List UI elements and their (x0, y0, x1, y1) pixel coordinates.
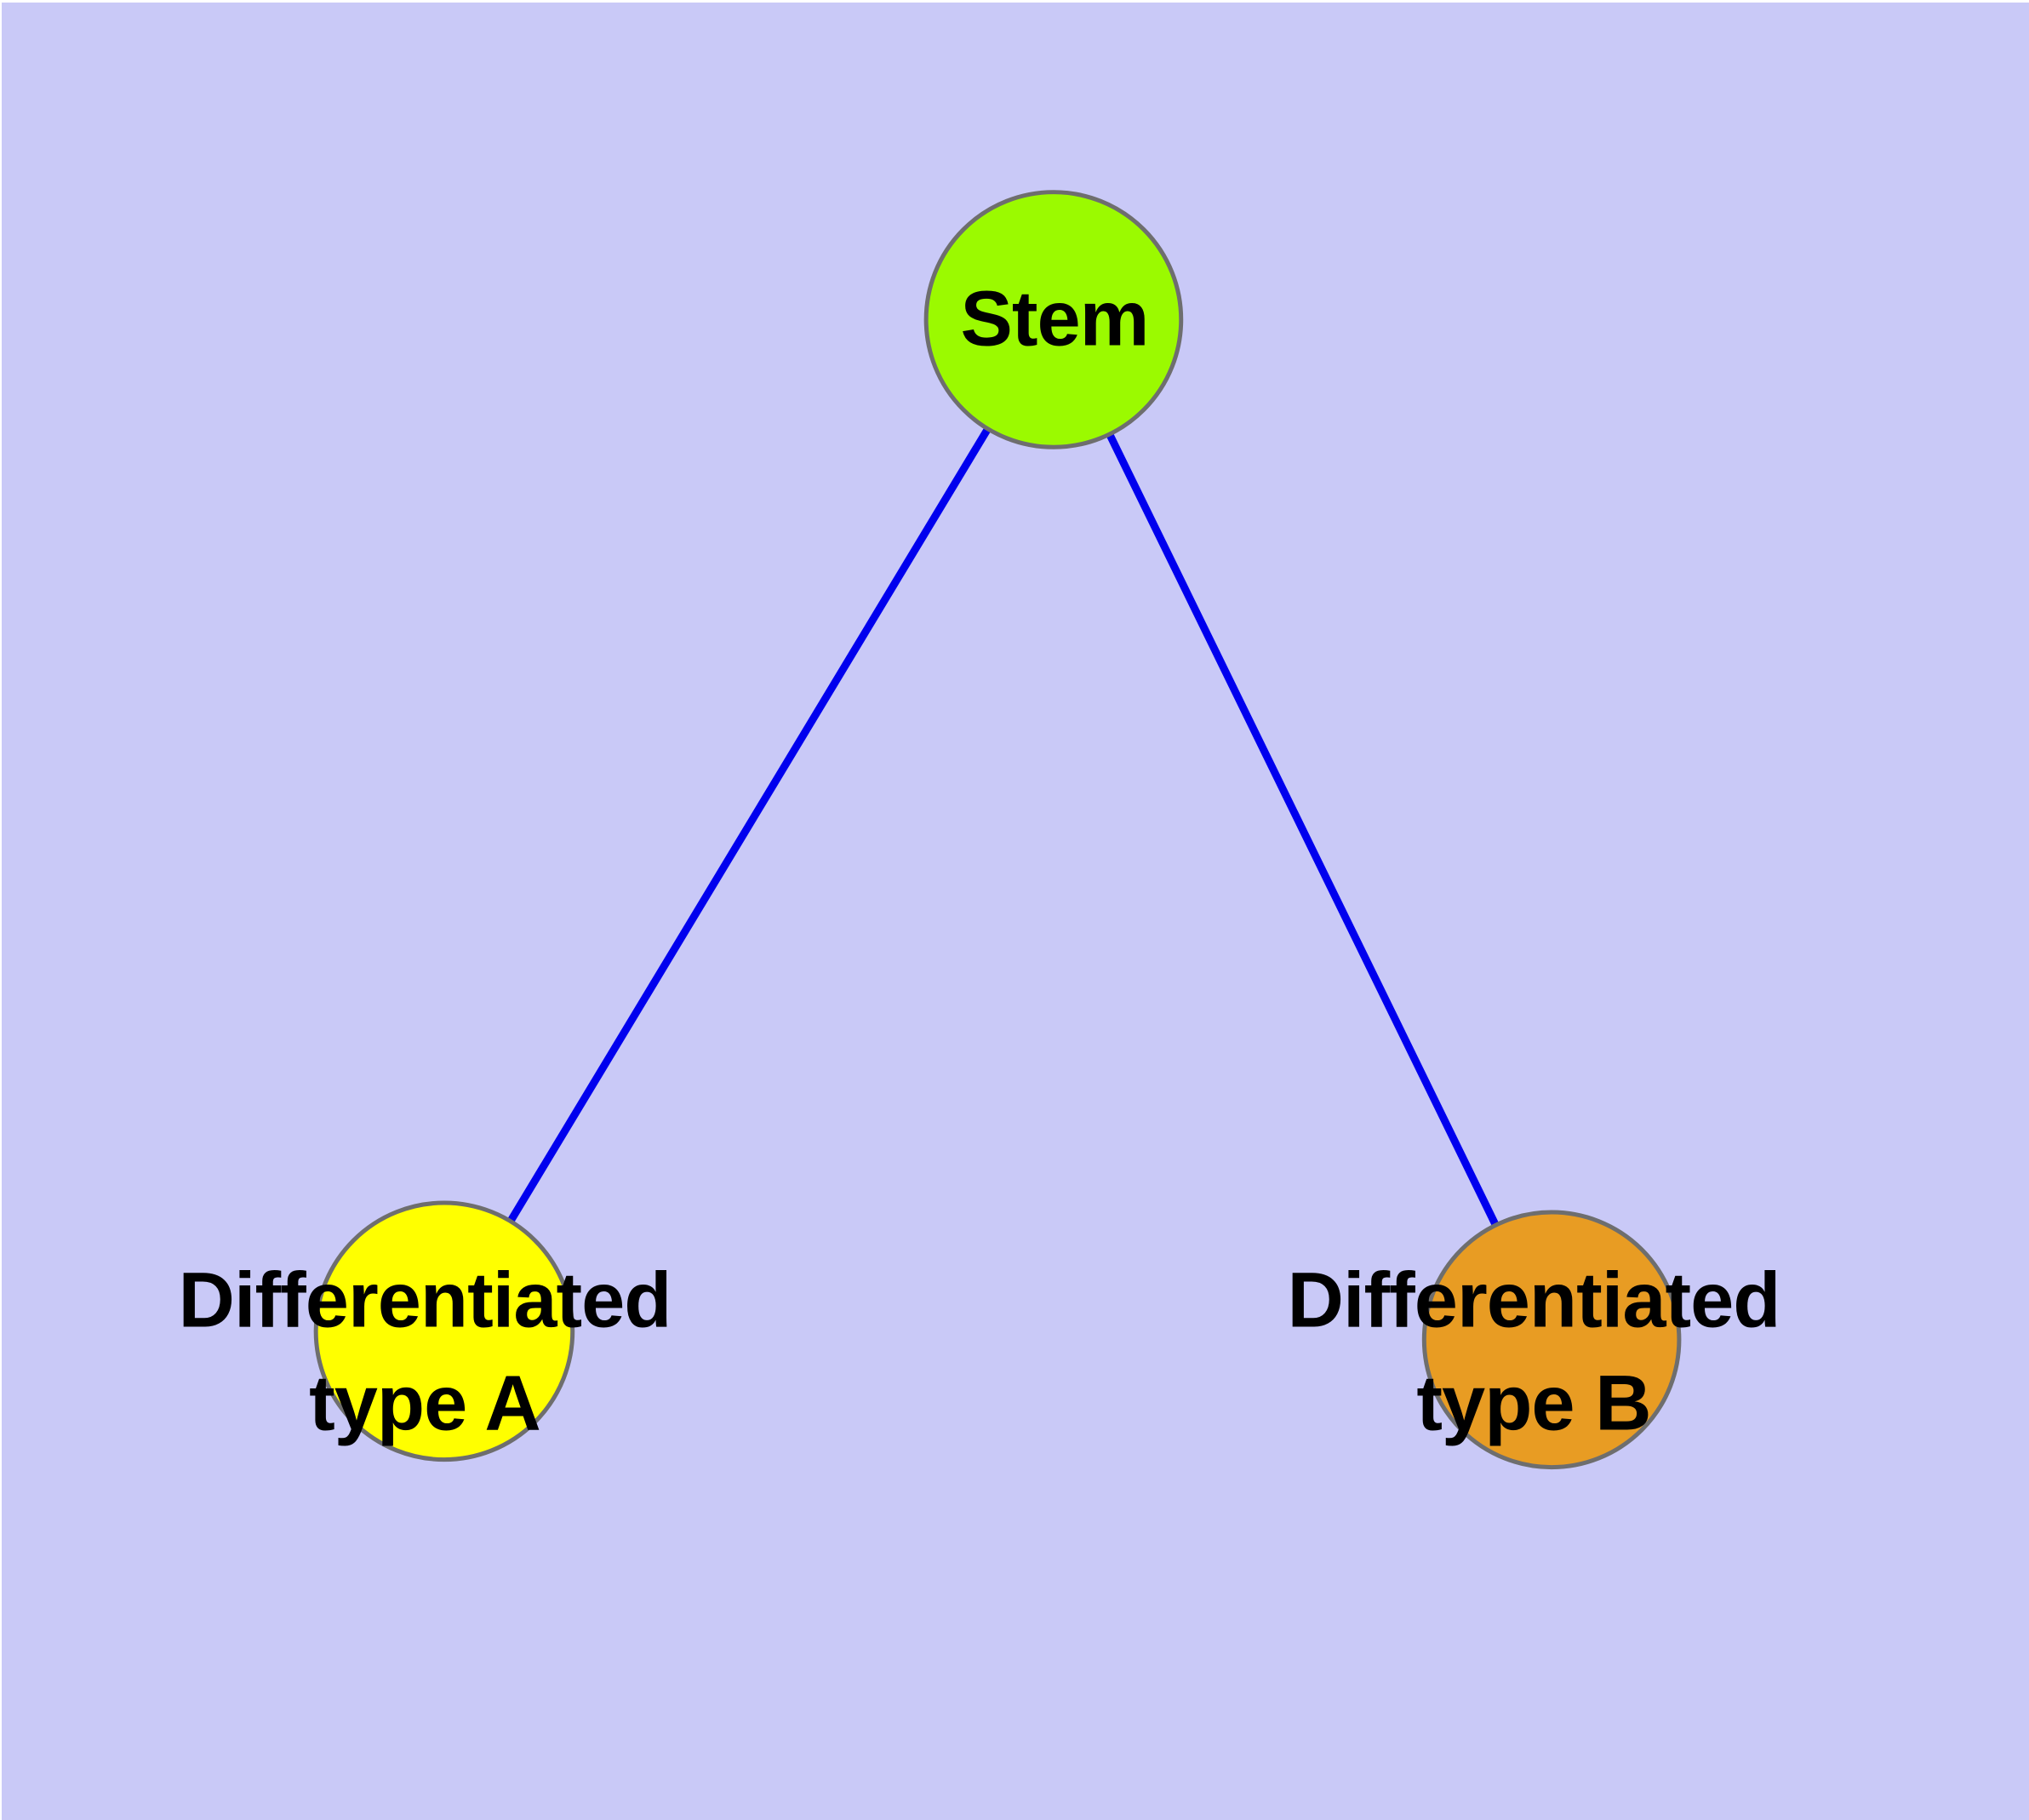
stem-node[interactable] (923, 190, 1184, 449)
graph-svg (313, 190, 1682, 1470)
edge-stem-to-type-b (1049, 318, 1556, 1342)
differentiated-type-a-node[interactable] (313, 1200, 575, 1462)
graph-canvas: Stem Differentiated type A Differentiate… (2, 3, 2029, 1820)
edge-stem-to-type-a (441, 318, 1057, 1334)
differentiated-type-b-node[interactable] (1421, 1210, 1682, 1470)
